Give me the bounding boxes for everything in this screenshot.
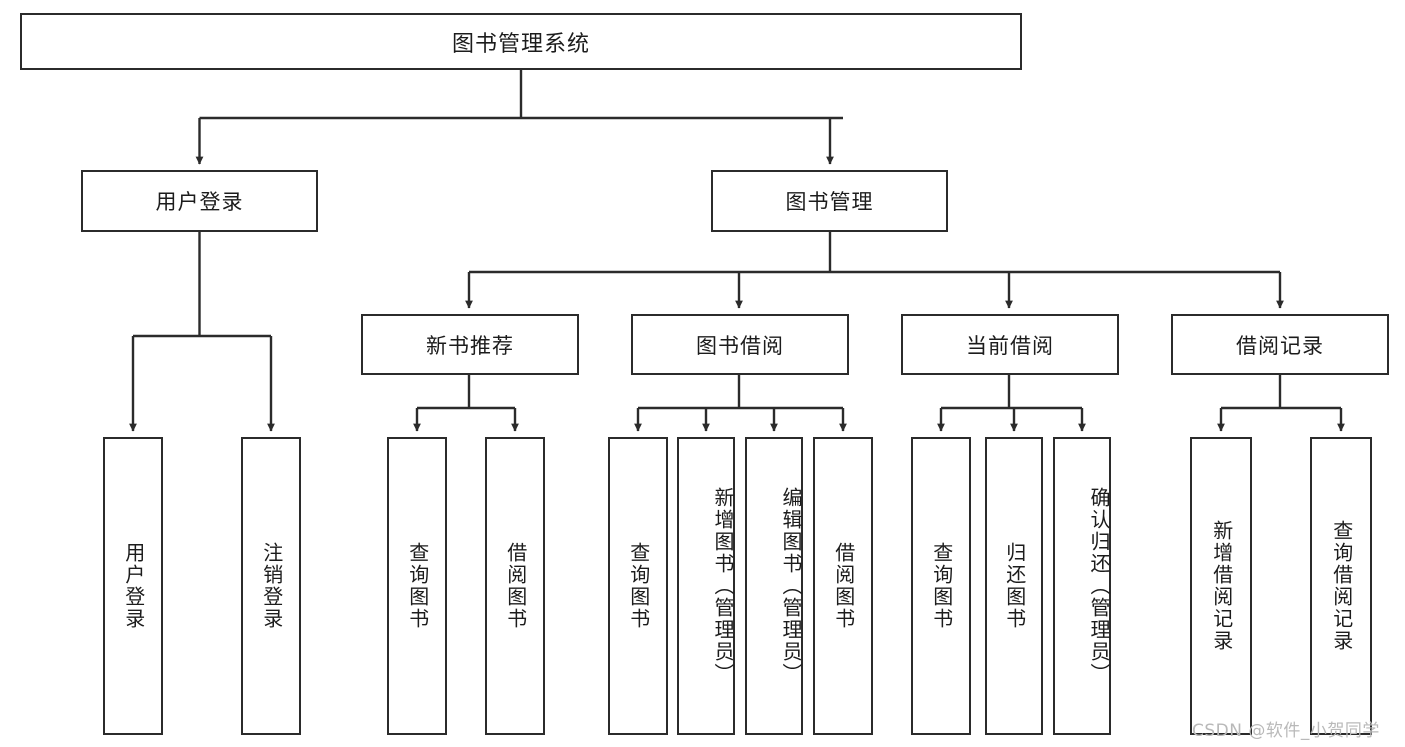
node-label: 查询图书 [929, 542, 954, 630]
node-book-borrow[interactable]: 图书借阅 [631, 314, 849, 375]
node-new-book-recommend[interactable]: 新书推荐 [361, 314, 579, 375]
node-book-manage[interactable]: 图书管理 [711, 170, 948, 232]
node-borrow-record[interactable]: 借阅记录 [1171, 314, 1389, 375]
node-leaf-return-book[interactable]: 归还图书 [985, 437, 1043, 735]
node-label: 图书管理 [785, 190, 874, 214]
node-label: 新增借阅记录 [1209, 520, 1234, 652]
node-leaf-edit-book-admin[interactable]: 编辑图书（管理员） [745, 437, 803, 735]
node-label: 用户登录 [121, 542, 146, 630]
node-label: 新增图书（管理员） [711, 487, 735, 685]
node-label: 借阅图书 [503, 542, 528, 630]
node-leaf-query-book-borrow[interactable]: 查询图书 [608, 437, 668, 735]
node-leaf-query-book-current[interactable]: 查询图书 [911, 437, 971, 735]
node-leaf-query-borrow-record[interactable]: 查询借阅记录 [1310, 437, 1372, 735]
node-label: 注销登录 [259, 542, 284, 630]
node-leaf-logout[interactable]: 注销登录 [241, 437, 301, 735]
node-leaf-confirm-return-admin[interactable]: 确认归还（管理员） [1053, 437, 1111, 735]
node-current-borrow[interactable]: 当前借阅 [901, 314, 1119, 375]
node-label: 新书推荐 [426, 333, 514, 358]
node-leaf-add-book-admin[interactable]: 新增图书（管理员） [677, 437, 735, 735]
node-leaf-user-login[interactable]: 用户登录 [103, 437, 163, 735]
node-label: 确认归还（管理员） [1087, 487, 1111, 685]
node-label: 查询图书 [405, 542, 430, 630]
node-leaf-borrow-book-recommend[interactable]: 借阅图书 [485, 437, 545, 735]
node-leaf-query-book-recommend[interactable]: 查询图书 [387, 437, 447, 735]
node-label: 借阅图书 [831, 542, 856, 630]
node-label: 查询图书 [626, 542, 651, 630]
node-user-login[interactable]: 用户登录 [81, 170, 318, 232]
node-label: 查询借阅记录 [1329, 520, 1354, 652]
node-leaf-borrow-book-borrow[interactable]: 借阅图书 [813, 437, 873, 735]
node-label: 用户登录 [155, 190, 244, 214]
node-label: 图书借阅 [696, 333, 784, 358]
node-label: 图书管理系统 [451, 31, 590, 57]
node-label: 当前借阅 [966, 333, 1054, 358]
node-root-book-management-system[interactable]: 图书管理系统 [20, 13, 1022, 70]
node-leaf-add-borrow-record[interactable]: 新增借阅记录 [1190, 437, 1252, 735]
node-label: 归还图书 [1002, 542, 1027, 630]
node-label: 借阅记录 [1236, 333, 1324, 358]
node-label: 编辑图书（管理员） [779, 487, 803, 685]
csdn-watermark: CSDN @软件_小贺同学 [1192, 721, 1380, 741]
